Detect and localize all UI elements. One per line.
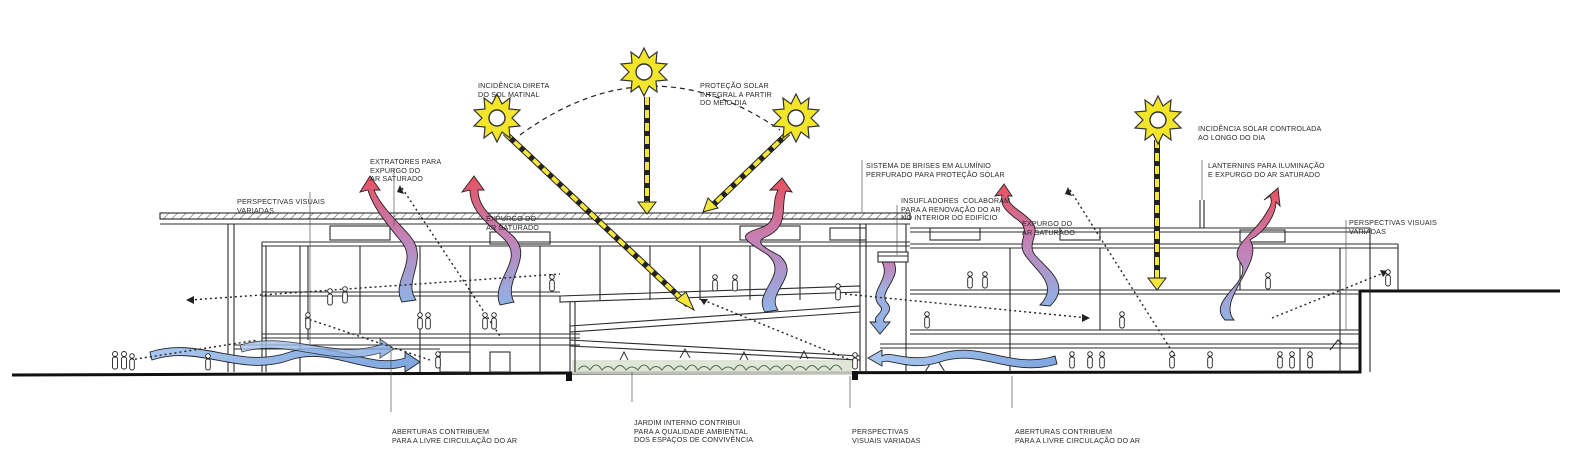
annotation-leader-lines	[309, 160, 1347, 412]
sun-icon	[772, 93, 820, 143]
person-icon	[112, 269, 1391, 371]
sun-rays	[502, 97, 1167, 312]
sun-icon	[1134, 95, 1182, 145]
building-structure	[159, 200, 1399, 373]
air-flows	[149, 175, 1281, 373]
view-line-arrowheads	[186, 185, 1388, 322]
sun-path-arc	[519, 85, 781, 136]
sun-icon	[620, 47, 668, 97]
visual-perspective-lines	[129, 187, 1387, 361]
building-section-diagram	[11, 47, 1560, 412]
internal-garden	[572, 347, 852, 374]
ground-line	[11, 289, 1560, 381]
